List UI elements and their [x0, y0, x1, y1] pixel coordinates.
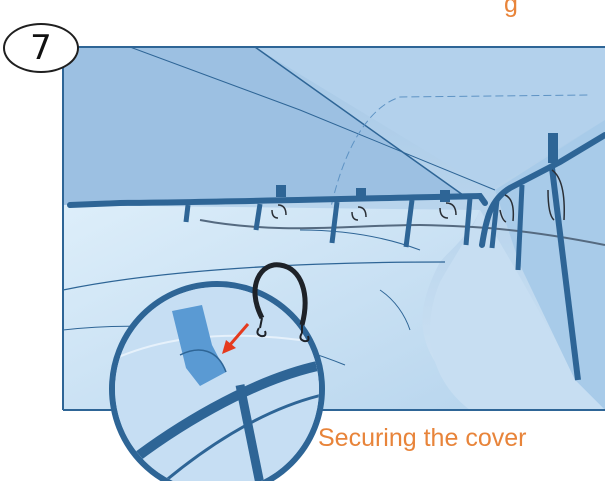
cover-clip-icon — [276, 185, 286, 197]
step-number-badge: 7 — [3, 23, 79, 73]
railing-post — [186, 205, 188, 222]
cover-clip-icon — [440, 190, 450, 202]
step-caption: Securing the cover — [318, 424, 526, 453]
cover-clip-icon — [548, 133, 558, 163]
magnifier-circle-icon — [112, 284, 322, 481]
cover-clip-icon — [356, 188, 366, 200]
top-caption-fragment: g — [504, 0, 518, 19]
